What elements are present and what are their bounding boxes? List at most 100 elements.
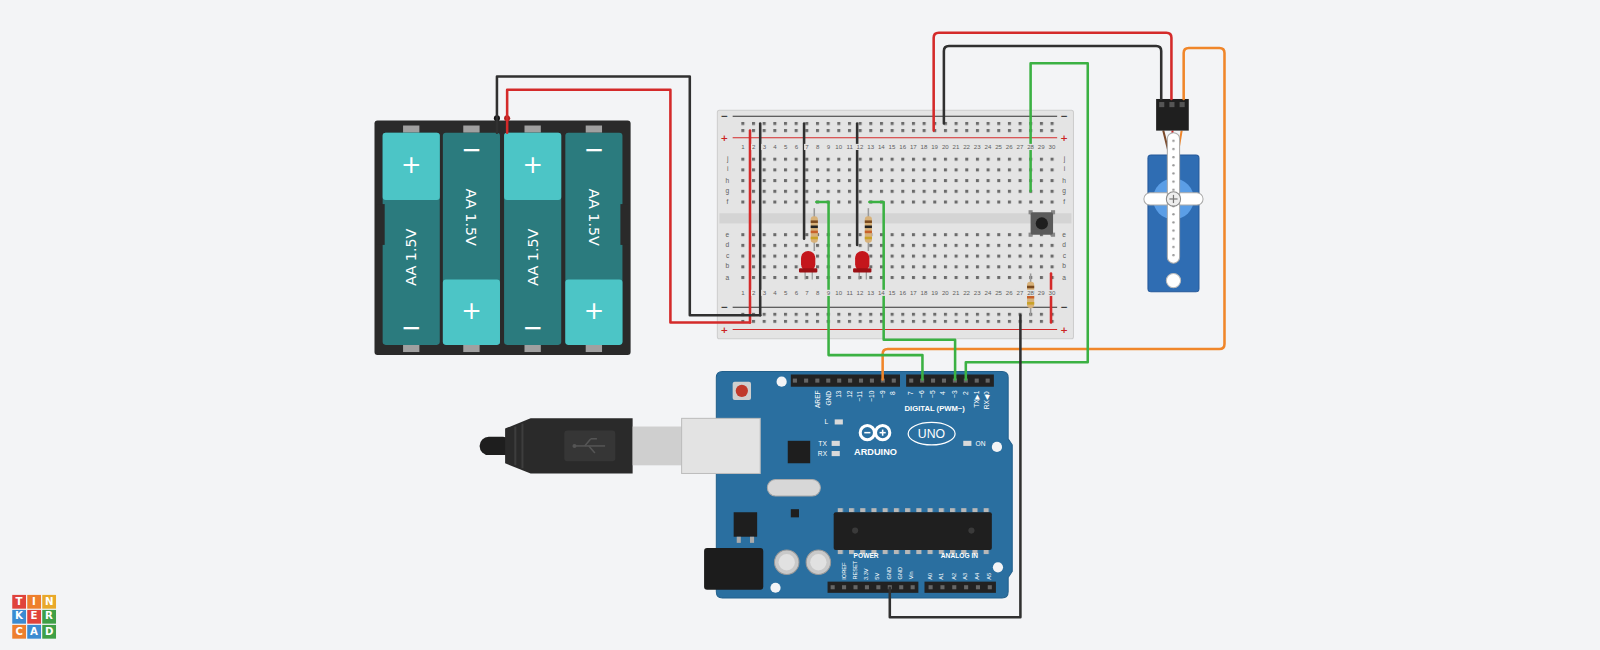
pushbutton	[1031, 212, 1053, 234]
arduino-board	[737, 537, 741, 543]
pushbutton	[1029, 210, 1056, 237]
pin-label: A3	[963, 572, 969, 579]
resistor	[1027, 296, 1034, 299]
logo-letter: D	[45, 627, 53, 637]
pin-label: GND	[887, 567, 893, 579]
arduino-board	[779, 554, 795, 570]
rail-sign: +	[719, 325, 729, 334]
arduino-board	[826, 379, 830, 383]
arduino-board	[924, 582, 995, 593]
breadboard: −+−+123456789101112131415161718192021222…	[717, 110, 1073, 339]
arduino-board	[734, 512, 757, 536]
tinkercad-logo	[12, 595, 56, 639]
usb-cable	[591, 438, 597, 440]
header-title: DIGITAL (PWM~)	[905, 405, 965, 413]
column-number: 3	[762, 290, 767, 296]
row-letter: e	[724, 231, 730, 238]
pin-label: GND	[825, 390, 832, 405]
battery-cell: −AA 1.5V+	[443, 133, 500, 345]
arduino-board	[986, 379, 990, 383]
led	[804, 271, 805, 279]
arduino-board	[908, 422, 955, 444]
column-number: 3	[762, 144, 767, 150]
arduino-board	[770, 583, 780, 593]
arduino-board	[848, 379, 852, 383]
pin-label: ~3	[952, 390, 959, 398]
column-number: 30	[1047, 290, 1056, 296]
arduino-board	[911, 585, 915, 589]
column-number: 19	[930, 144, 939, 150]
battery-pack	[383, 133, 440, 345]
column-number: 12	[856, 144, 865, 150]
arduino-board	[964, 585, 968, 589]
tinkercad-logo	[12, 625, 26, 639]
column-number: 12	[856, 290, 865, 296]
row-letter: i	[1063, 166, 1067, 173]
cell-rating: AA 1.5V	[587, 189, 601, 246]
servo-motor	[1144, 99, 1203, 292]
column-number: 21	[952, 290, 961, 296]
column-number: 29	[1037, 290, 1046, 296]
arduino-board	[870, 379, 874, 383]
arduino-board	[940, 585, 944, 589]
usb-cable	[585, 439, 591, 446]
column-number: 16	[898, 290, 907, 296]
arduino-board	[815, 379, 819, 383]
battery-pack	[403, 345, 419, 352]
column-number: 24	[984, 144, 993, 150]
column-number: 28	[1026, 290, 1035, 296]
jumper-wire	[966, 63, 1088, 379]
pin-label: IOREF	[841, 562, 847, 579]
pin-label: 4	[940, 391, 947, 395]
pin-label: ~9	[880, 390, 887, 398]
battery-pack	[374, 115, 630, 355]
battery-cell: +AA 1.5V−	[383, 133, 440, 345]
arduino-board	[832, 451, 840, 456]
tinkercad-logo	[42, 610, 56, 624]
column-number: 23	[973, 144, 982, 150]
column-number: 8	[815, 144, 820, 150]
model-name: UNO	[918, 428, 945, 440]
cell-rating: AA 1.5V	[525, 229, 539, 286]
jumper-wire	[497, 77, 760, 316]
arduino-board	[832, 441, 840, 446]
resistor	[811, 220, 818, 223]
resistor	[1027, 282, 1034, 309]
servo-motor	[1166, 273, 1180, 287]
usb-cable	[682, 418, 761, 473]
pin-label: A5	[987, 572, 993, 579]
row-letter: j	[1063, 156, 1067, 163]
arduino-board	[733, 382, 751, 400]
led	[866, 271, 867, 279]
arduino-board	[865, 585, 869, 589]
pin-label: A2	[951, 572, 957, 579]
battery-pack	[565, 280, 622, 345]
row-letter: f	[1062, 198, 1066, 205]
arduino-board	[942, 379, 946, 383]
pin-label: 7	[908, 391, 915, 395]
polarity-sign: −	[584, 138, 605, 162]
tinkercad-logo	[12, 595, 26, 609]
rail-sign: −	[719, 303, 729, 312]
column-number: 13	[866, 290, 875, 296]
logo-letter: A	[30, 627, 38, 637]
column-number: 13	[866, 144, 875, 150]
arduino-board	[767, 480, 820, 496]
usb-cable	[514, 427, 516, 466]
usb-cable	[633, 427, 684, 466]
breadboard	[741, 157, 1055, 204]
breadboard	[733, 307, 1057, 308]
servo-motor	[1180, 102, 1185, 107]
arduino-board	[976, 585, 980, 589]
column-number: 22	[962, 290, 971, 296]
column-number: 10	[834, 290, 843, 296]
column-number: 26	[1005, 144, 1014, 150]
pin-label: ~11	[857, 391, 864, 402]
row-letter: f	[726, 198, 730, 205]
jumper-wire	[816, 202, 922, 380]
logo-letter: C	[16, 627, 23, 637]
header-title: ANALOG IN	[941, 553, 978, 560]
logo-letter: K	[15, 612, 23, 622]
pin-label: ~6	[919, 390, 926, 398]
arduino-board	[852, 528, 858, 534]
